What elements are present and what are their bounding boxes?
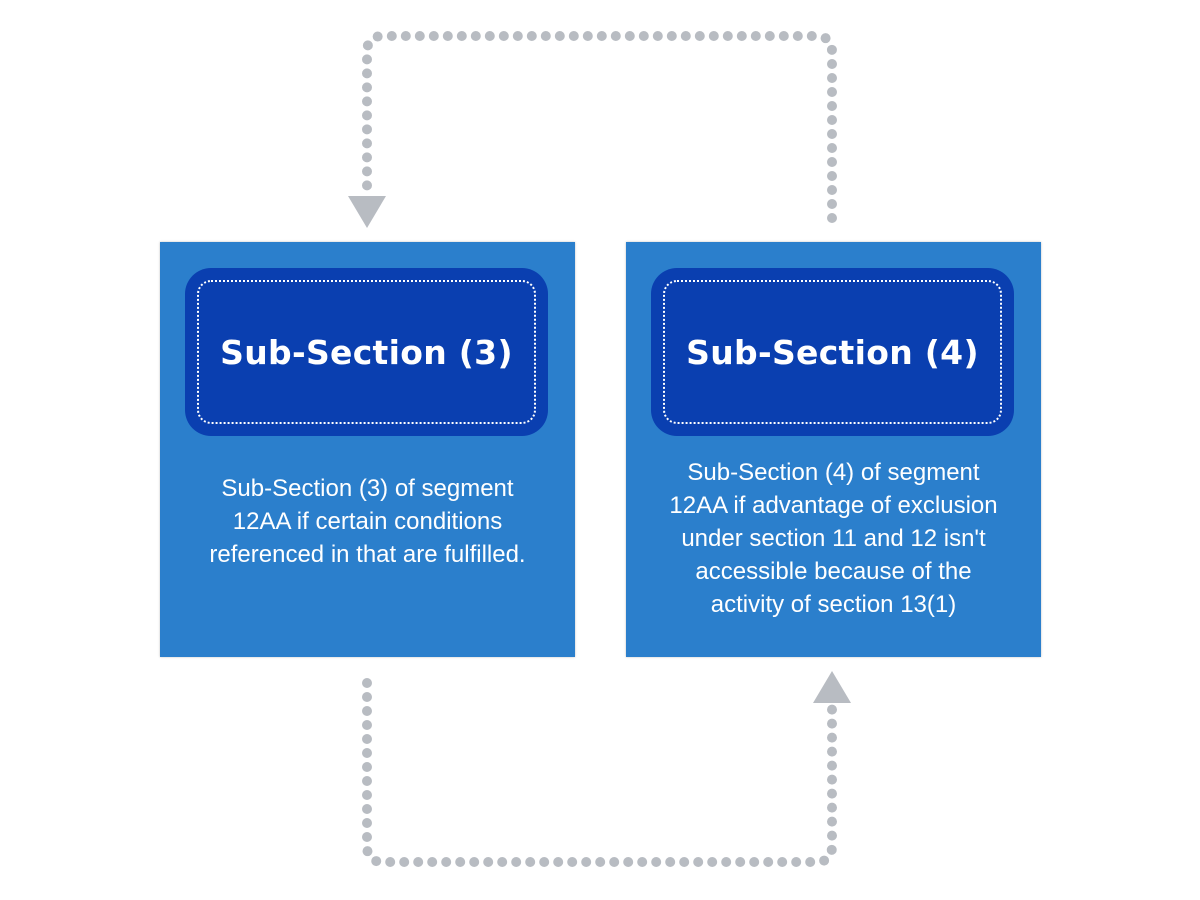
sub-section-4-box: Sub-Section (4) Sub-Section (4) of segme… <box>626 242 1041 657</box>
sub-section-3-title-pill: Sub-Section (3) <box>185 268 548 436</box>
sub-section-4-title: Sub-Section (4) <box>686 332 979 372</box>
dotted-frame: Sub-Section (3) <box>197 280 536 424</box>
bottom-dotted-connector <box>362 678 837 867</box>
sub-section-3-box: Sub-Section (3) Sub-Section (3) of segme… <box>160 242 575 657</box>
top-dotted-connector <box>362 31 837 223</box>
triangle-up-icon <box>813 671 851 703</box>
triangle-down-icon <box>348 196 386 228</box>
dotted-frame: Sub-Section (4) <box>663 280 1002 424</box>
sub-section-4-title-pill: Sub-Section (4) <box>651 268 1014 436</box>
sub-section-4-description: Sub-Section (4) of segment 12AA if advan… <box>669 459 998 618</box>
sub-section-3-description: Sub-Section (3) of segment 12AA if certa… <box>209 475 526 568</box>
sub-section-3-title: Sub-Section (3) <box>220 332 513 372</box>
